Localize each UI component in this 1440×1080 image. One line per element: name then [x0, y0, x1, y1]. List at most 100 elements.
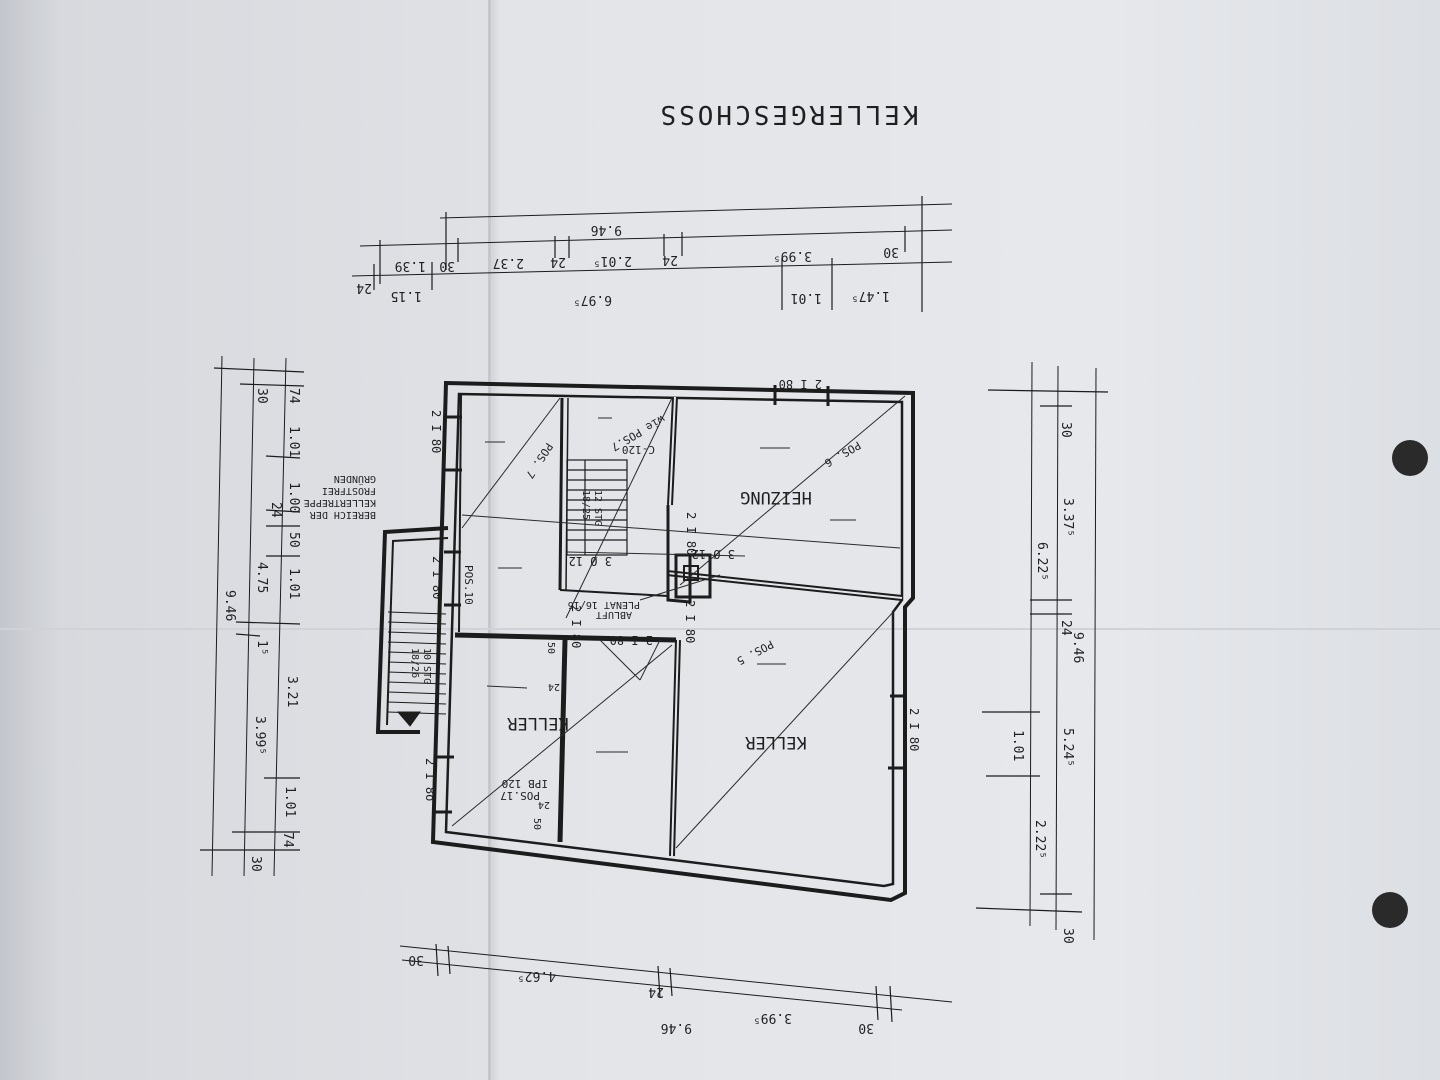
inner-dim-24b: 24 — [538, 799, 550, 810]
bottom-dimension-labels: 30 4.62⁵ 24 3.99⁵ 30 9.46 — [408, 952, 874, 1035]
right-dimension-labels: 9.46 30 3.37⁵ 6.22⁵ 24 1.01 5.24⁵ 2.22⁵ … — [1010, 422, 1085, 944]
bottom-dim-30a: 30 — [408, 952, 424, 967]
outer-walls — [430, 380, 915, 903]
right-dim-30b: 30 — [1060, 928, 1075, 944]
interior-walls — [454, 394, 903, 857]
top-dim-237: 2.37 — [493, 255, 524, 270]
note-stairs-inner-b: 18/25 — [580, 490, 591, 520]
right-dim-total: 9.46 — [1070, 632, 1085, 663]
punch-hole-bottom — [1372, 892, 1408, 928]
note-bereich-3: FROSTFREI — [322, 485, 376, 496]
top-dimension-lines — [351, 196, 953, 312]
opening-label-3: 2 I 80 — [430, 556, 444, 599]
left-dimension-lines — [200, 355, 305, 877]
right-dim-3375: 3.37⁵ — [1060, 498, 1075, 537]
bottom-dim-3995: 3.99⁵ — [753, 1010, 792, 1025]
top-dim-3995: 3.99⁵ — [773, 248, 812, 263]
top-dim-6975: 6.97⁵ — [573, 292, 612, 307]
room-label-keller-large: KELLER — [745, 732, 807, 752]
pos-17-label: POS.17 — [500, 789, 540, 802]
top-dimension-labels: 9.46 30 3.99⁵ 24 2.01⁵ 24 2.37 30 1.39 1… — [356, 222, 899, 307]
left-dim-74a: 74 — [286, 388, 301, 404]
top-dim-30a: 30 — [883, 244, 899, 259]
left-dim-101a: 1.01 — [286, 426, 301, 457]
left-dim-475: 4.75 — [254, 562, 269, 593]
left-dim-30b: 30 — [248, 856, 263, 872]
span-arrows — [485, 417, 856, 753]
top-dim-139: 1.39 — [395, 258, 426, 273]
inner-dim-24a: 24 — [548, 681, 560, 692]
top-dim-24c: 24 — [356, 280, 372, 295]
opening-label-5: 2 I 8o — [423, 758, 437, 801]
top-dim-24a: 24 — [662, 252, 678, 267]
right-dim-101: 1.01 — [1010, 730, 1025, 761]
bottom-dim-30b: 30 — [858, 1020, 874, 1035]
top-dim-1475: 1.47⁵ — [851, 288, 890, 303]
note-stairs-outer: 10 STG — [421, 648, 432, 684]
opening-label-10: 3 Ø 12 — [569, 554, 612, 568]
left-dim-3995: 3.99⁵ — [252, 716, 267, 755]
opening-label-1: 2 I 80 — [779, 377, 822, 391]
opening-marks — [435, 385, 907, 814]
right-dim-2225: 2.22⁵ — [1032, 820, 1047, 859]
opening-label-8: 2 I 80 — [684, 512, 698, 555]
note-bereich-2: KELLERTREPPE — [304, 497, 376, 508]
inner-dim-50b: 50 — [531, 818, 542, 830]
left-dim-24: 24 — [268, 502, 283, 518]
note-abluft: ABLUFT — [596, 609, 632, 620]
right-dim-30a: 30 — [1058, 422, 1073, 438]
top-dim-115: 1.15 — [391, 288, 422, 303]
left-dim-15: 1⁵ — [254, 640, 269, 656]
fold-line-horizontal — [0, 628, 1440, 630]
c120-label: C-120 — [622, 443, 655, 456]
left-dim-101b: 1.01 — [286, 568, 301, 599]
pos-5-label: POS. 5 — [734, 637, 775, 667]
bottom-dim-4625: 4.62⁵ — [517, 968, 556, 983]
outside-stair — [375, 526, 449, 734]
pos-6-label: POS. 6 — [822, 438, 863, 469]
pos-10-label: POS.10 — [462, 565, 475, 605]
right-dimension-lines — [975, 361, 1109, 941]
beam-diagonals — [451, 395, 906, 849]
top-dim-24b: 24 — [550, 254, 566, 269]
top-dim-2015: 2.01⁵ — [593, 253, 632, 268]
note-bereich-4: GRÜNDEN — [334, 473, 376, 486]
note-stairs-inner: 12 STG — [592, 490, 603, 526]
opening-label-2: 2 I 80 — [429, 410, 443, 453]
plan-title: KELLERGESCHOSS — [657, 99, 918, 129]
pos-7-label: POS. 7 — [523, 440, 556, 480]
opening-label-7: 2 I 80 — [610, 633, 653, 647]
room-label-heizung: HEIZUNG — [740, 487, 812, 507]
opening-label-4: 2 I 80 — [569, 605, 583, 648]
note-plenat: PLENAT 16/16 — [568, 599, 640, 610]
top-dim-30b: 30 — [439, 258, 455, 273]
left-dim-total: 9.46 — [222, 590, 237, 621]
left-dim-50: 50 — [286, 532, 301, 548]
ipb-label: IPB 120 — [502, 777, 548, 790]
bottom-dim-24: 24 — [648, 984, 664, 999]
note-bereich-1: BEREICH DER — [309, 509, 376, 520]
fold-line-vertical — [488, 0, 491, 1080]
left-dim-100: 1.00 — [286, 482, 301, 513]
room-label-keller-small: KELLER — [507, 713, 569, 733]
bottom-dim-total: 9.46 — [661, 1020, 692, 1035]
left-dim-30a: 30 — [254, 388, 269, 404]
opening-label-6: 2 I 80 — [907, 708, 921, 751]
left-dim-321: 3.21 — [284, 676, 299, 707]
punch-hole-top — [1392, 440, 1428, 476]
left-dimension-labels: 9.46 30 74 1.01 1.00 24 50 1.01 4.75 1⁵ … — [222, 388, 301, 872]
note-stairs-outer-b: 18/26 — [409, 648, 420, 678]
bottom-dimension-lines — [399, 943, 953, 1023]
inner-dim-50a: 50 — [545, 642, 556, 654]
right-dim-5245: 5.24⁵ — [1060, 728, 1075, 767]
left-dim-74b: 74 — [280, 832, 295, 848]
left-dim-101c: 1.01 — [282, 786, 297, 817]
opening-label-11: 3 Ø 12 — [692, 547, 735, 561]
right-dim-24: 24 — [1058, 620, 1073, 636]
top-dim-total: 9.46 — [591, 222, 622, 237]
right-dim-6225: 6.22⁵ — [1034, 542, 1049, 581]
opening-label-9: 2 I 80 — [683, 600, 697, 643]
top-dim-101: 1.01 — [791, 290, 822, 305]
